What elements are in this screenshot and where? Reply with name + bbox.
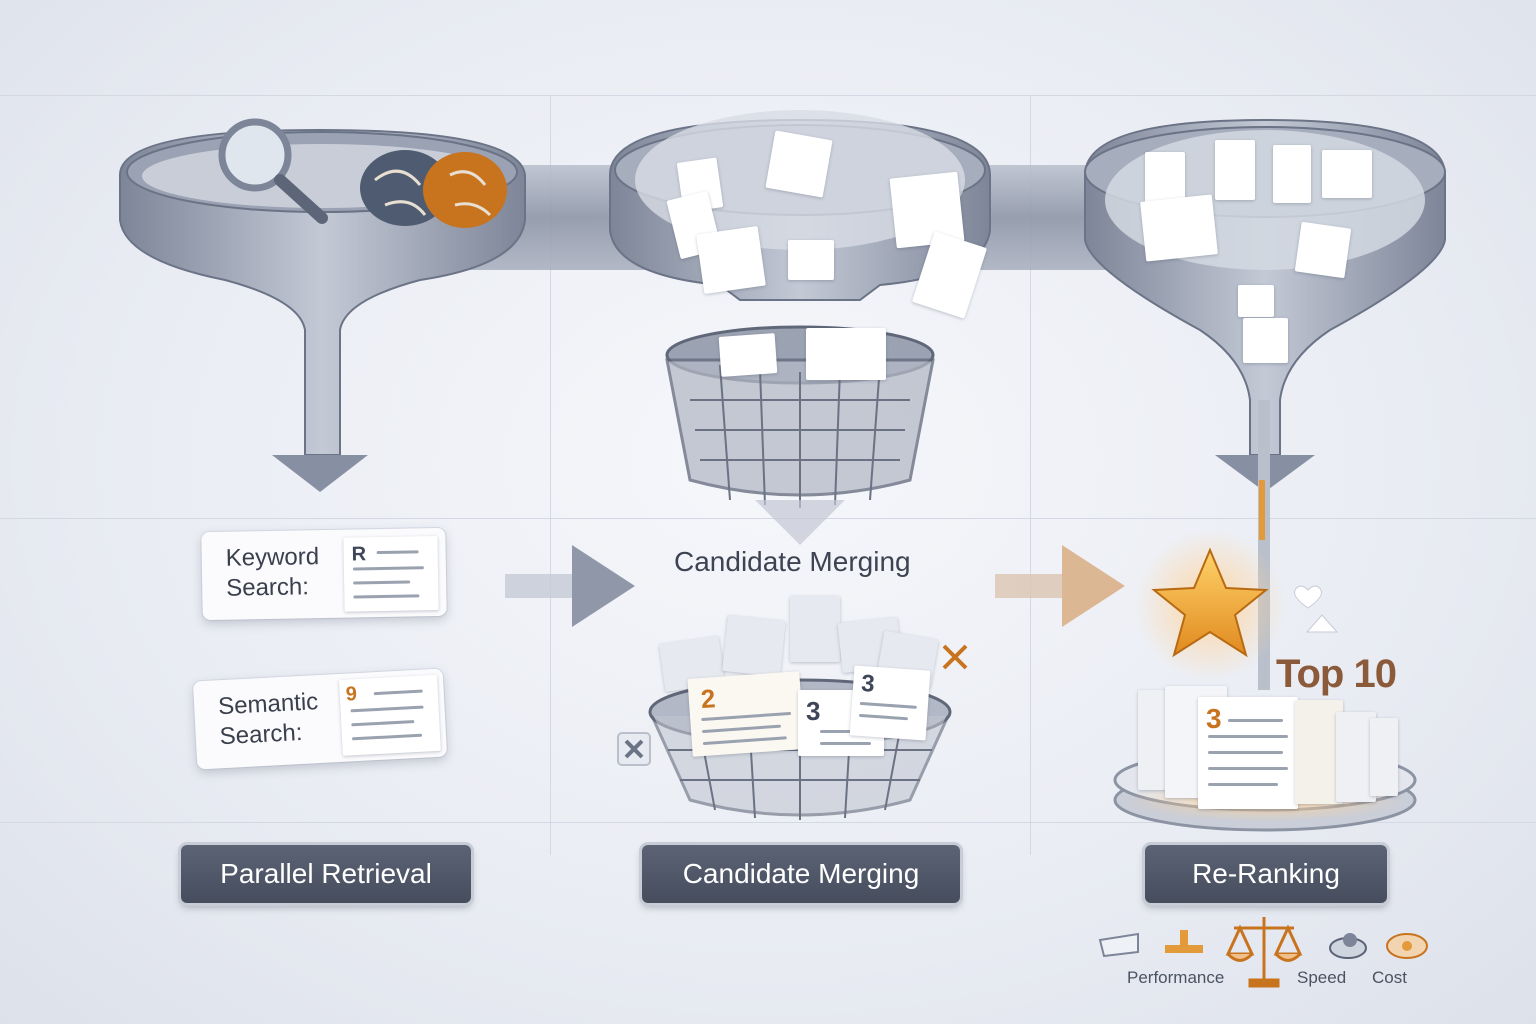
doc-rank-badge: 3 (1206, 703, 1222, 734)
semantic-search-card: Semantic Search: 9 (192, 668, 448, 770)
legend-cost: Cost (1372, 968, 1407, 987)
ranked-funnel-doc (1238, 285, 1274, 317)
doc-rank-badge: R (351, 543, 367, 566)
grid-line-col-1 (550, 95, 551, 855)
grid-line-top (0, 95, 1536, 96)
coin-icon (1386, 933, 1428, 959)
ranked-funnel-doc (1215, 140, 1255, 200)
ranked-doc-top: 3 (1198, 697, 1298, 809)
candidate-merging-caption: Candidate Merging (674, 546, 911, 577)
ranked-doc (1336, 712, 1376, 802)
merged-pile-doc (790, 596, 840, 662)
down-arrow-icon (272, 455, 368, 492)
floating-doc (696, 225, 766, 295)
floating-doc (765, 130, 833, 198)
star-icon (1135, 530, 1285, 680)
doc-rank-badge: 3 (806, 696, 821, 726)
heart-icon (1294, 585, 1322, 609)
grid-line-col-2 (1030, 95, 1031, 855)
stage-label-candidate-merging: Candidate Merging (642, 845, 960, 903)
discard-x-icon (617, 732, 651, 766)
keyword-result-doc: R (343, 536, 439, 612)
brain-icon (360, 150, 507, 228)
balance-scale-icon (1225, 917, 1303, 988)
cost-icon (1329, 933, 1367, 959)
ranked-doc (1370, 718, 1398, 796)
arrow-to-merging (505, 545, 635, 627)
doc-rank-badge: 2 (699, 683, 717, 715)
reranking-rod-glow (1259, 480, 1265, 540)
upper-basket (665, 325, 935, 545)
merged-doc-a: 2 (687, 671, 805, 757)
merged-pile-doc (722, 615, 786, 677)
semantic-result-doc: 9 (338, 674, 441, 756)
performance-icon (1098, 932, 1139, 958)
keyword-search-card: Keyword Search: R (201, 527, 447, 621)
ranked-doc (1295, 700, 1343, 804)
ranked-funnel-doc (1140, 194, 1218, 262)
merged-doc-c: 3 (849, 665, 931, 741)
ranked-funnel-doc (1243, 318, 1288, 363)
speed-icon (1165, 930, 1203, 953)
grid-line-bottom (0, 822, 1536, 823)
doc-rank-badge: 3 (860, 669, 876, 698)
ranked-funnel-doc (1322, 150, 1372, 198)
magnifier-icon (218, 118, 328, 224)
basket-doc (806, 328, 886, 380)
doc-rank-badge: 9 (345, 683, 358, 706)
legend-speed: Speed (1297, 968, 1347, 987)
discard-x-icon-2 (942, 644, 968, 670)
legend-performance: Performance (1127, 968, 1225, 987)
top-10-label: Top 10 (1276, 652, 1397, 696)
ranked-funnel-doc (1294, 221, 1352, 279)
floating-doc (788, 240, 834, 280)
arrow-to-reranking (995, 545, 1125, 627)
stage-label-re-ranking: Re-Ranking (1145, 845, 1387, 903)
ranked-funnel-doc (1273, 145, 1311, 203)
grid-line-middle (0, 518, 1536, 519)
sparkle-icon (1305, 614, 1339, 633)
basket-doc (718, 333, 778, 377)
ranked-funnel-doc (1145, 152, 1185, 204)
stage-label-parallel-retrieval: Parallel Retrieval (181, 845, 471, 903)
